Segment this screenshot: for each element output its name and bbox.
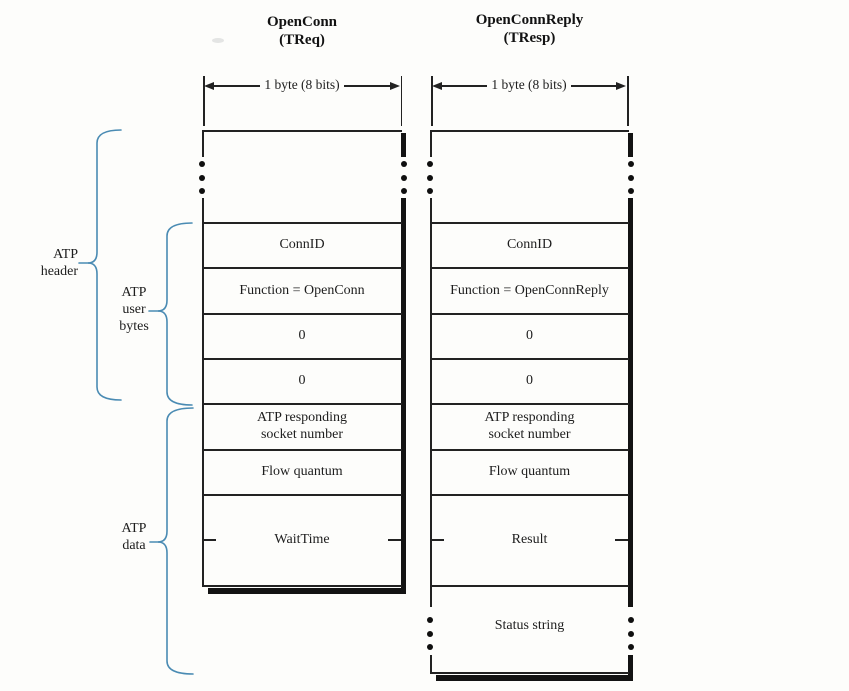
box-border <box>202 130 402 132</box>
left-byte-label: 1 byte (8 bits) <box>264 77 340 92</box>
box-border <box>202 198 204 585</box>
variable-length-dash <box>615 539 628 541</box>
atp-header-label: ATP header <box>40 247 78 279</box>
row-divider <box>430 358 629 360</box>
row-divider <box>202 267 402 269</box>
row-divider <box>202 358 402 360</box>
row-divider <box>430 222 629 224</box>
box-border <box>202 130 204 157</box>
ellipsis-dots <box>627 617 634 650</box>
atp-user-bytes-label: ATP user bytes <box>119 285 149 334</box>
field-waittime: WaitTime <box>274 532 330 547</box>
right-byte-label: 1 byte (8 bits) <box>491 77 567 92</box>
openconnreply-packet-box: ConnID Function = OpenConnReply 0 0 ATP … <box>427 130 634 686</box>
box-border <box>430 130 629 132</box>
left-title-type: (TReq) <box>279 32 325 48</box>
box-shadow-edge <box>400 198 406 594</box>
box-border <box>430 672 629 674</box>
box-shadow-edge <box>627 198 633 607</box>
measure-tick <box>203 76 205 126</box>
row-divider <box>202 494 402 496</box>
box-shadow-bottom <box>208 588 406 594</box>
measure-tick <box>627 76 629 126</box>
box-border <box>430 655 432 672</box>
row-divider <box>202 449 402 451</box>
field-zero-1: 0 <box>526 328 533 343</box>
row-divider <box>430 313 629 315</box>
row-divider <box>202 403 402 405</box>
ellipsis-dots <box>427 161 433 194</box>
left-title-name: OpenConn <box>266 14 338 30</box>
variable-length-dash <box>388 539 401 541</box>
left-column-title: OpenConn (TReq) <box>202 13 402 49</box>
ellipsis-dots <box>627 161 634 194</box>
field-status-string: Status string <box>494 617 565 633</box>
measure-tick <box>400 76 402 126</box>
ellipsis-dots <box>199 161 205 194</box>
field-result: Result <box>511 532 548 547</box>
field-responding-socket: ATP responding socket number <box>484 410 575 442</box>
openconn-packet-box: ConnID Function = OpenConn 0 0 ATP respo… <box>199 130 407 600</box>
field-zero-1: 0 <box>298 328 306 343</box>
field-function: Function = OpenConn <box>239 282 365 298</box>
arrowhead-left-icon <box>204 82 214 90</box>
right-title-name: OpenConnReply <box>475 12 584 28</box>
right-column-title: OpenConnReply (TResp) <box>430 11 629 47</box>
measure-tick <box>431 76 433 126</box>
row-divider <box>430 494 629 496</box>
row-divider <box>430 449 629 451</box>
field-flow-quantum: Flow quantum <box>488 464 571 479</box>
box-border <box>202 585 402 587</box>
variable-length-dash <box>203 539 216 541</box>
row-divider <box>430 585 629 587</box>
row-divider <box>202 313 402 315</box>
field-connid: ConnID <box>506 237 553 252</box>
arrowhead-right-icon <box>616 82 626 90</box>
arrowhead-right-icon <box>390 82 400 90</box>
box-shadow-edge <box>627 655 633 681</box>
field-flow-quantum: Flow quantum <box>261 464 343 479</box>
field-zero-2: 0 <box>298 373 306 388</box>
atp-header-brace <box>87 129 122 401</box>
row-divider <box>430 403 629 405</box>
field-function: Function = OpenConnReply <box>450 282 609 298</box>
ellipsis-dots <box>427 617 433 650</box>
box-shadow-bottom <box>436 675 633 681</box>
ellipsis-dots <box>400 161 407 194</box>
variable-length-dash <box>431 539 444 541</box>
box-shadow-edge <box>627 133 633 157</box>
left-byte-measure: 1 byte (8 bits) <box>204 77 400 93</box>
arrowhead-left-icon <box>432 82 442 90</box>
atp-data-label: ATP data <box>121 521 147 553</box>
field-responding-socket: ATP responding socket number <box>256 410 348 442</box>
right-title-type: (TResp) <box>503 30 556 46</box>
right-byte-measure: 1 byte (8 bits) <box>432 77 626 93</box>
box-border <box>430 130 432 157</box>
row-divider <box>202 222 402 224</box>
box-border <box>430 198 432 607</box>
field-zero-2: 0 <box>526 373 533 388</box>
box-shadow-edge <box>400 133 406 157</box>
field-connid: ConnID <box>279 237 325 252</box>
row-divider <box>430 267 629 269</box>
scan-smudge <box>212 38 224 43</box>
